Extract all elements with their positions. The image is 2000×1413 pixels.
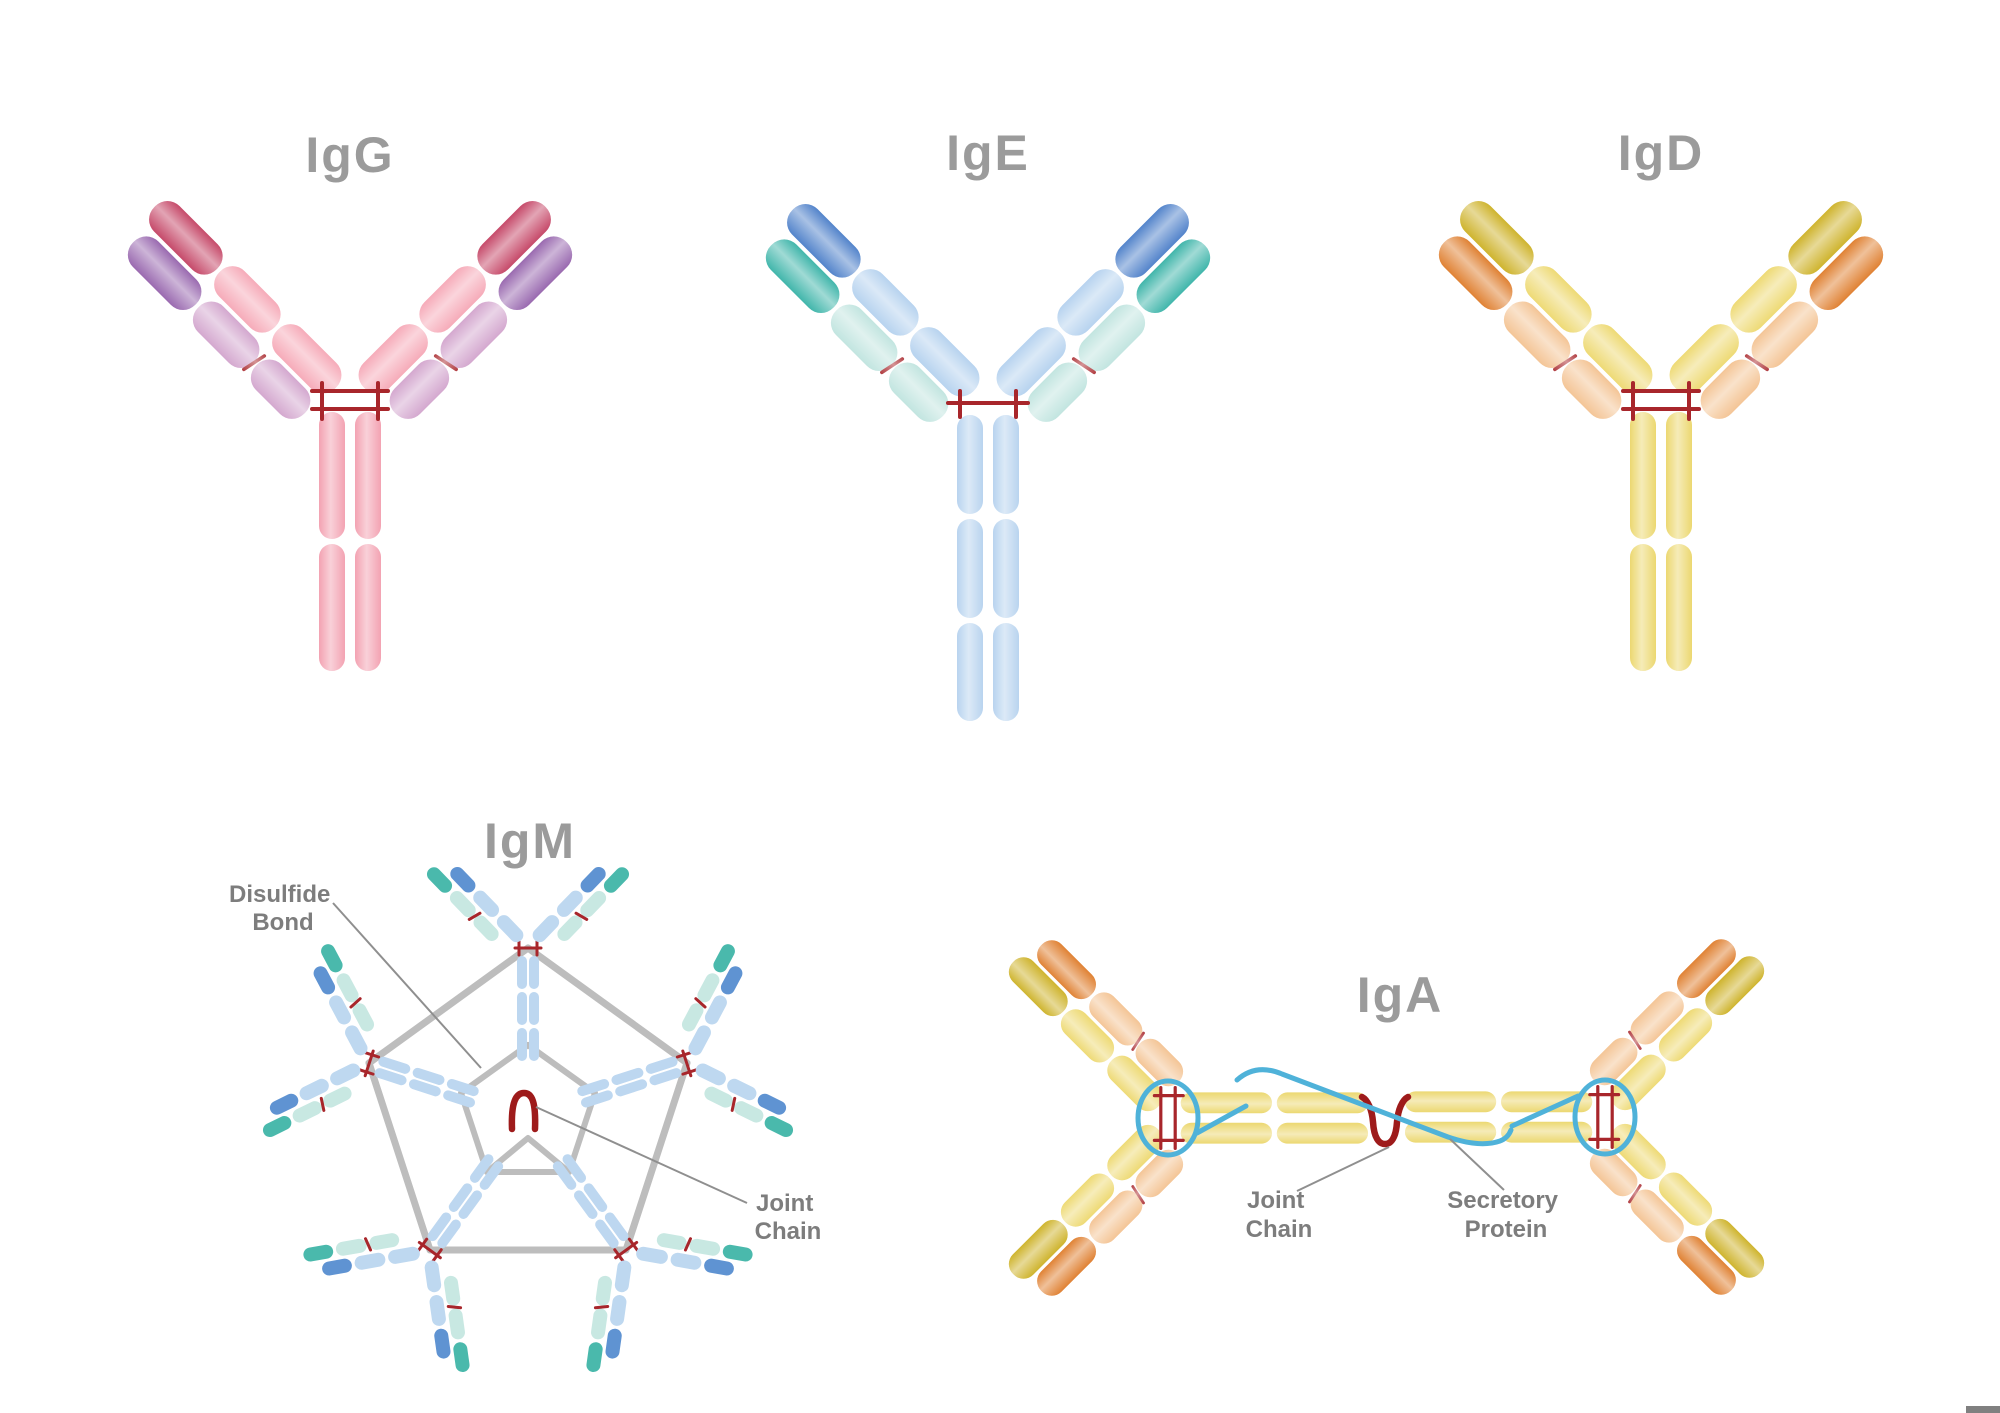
secretory-protein-strand-right <box>1509 1093 1581 1129</box>
igm-unit <box>246 935 508 1197</box>
ige-hinge-disulfide <box>946 389 1030 419</box>
disulfide-bond-leader-line <box>332 902 482 1069</box>
igm-joint-chain-label: Joint Chain <box>755 1190 822 1245</box>
igg-antibody: IgG <box>114 127 587 671</box>
corner-bar <box>1966 1406 2000 1413</box>
ige-antibody: IgE <box>752 125 1225 721</box>
igm-unit <box>290 1098 581 1389</box>
ige-title: IgE <box>946 125 1030 181</box>
secretory-protein-loop-right <box>1572 1077 1638 1157</box>
igd-arms <box>1425 194 1898 429</box>
secretory-protein-strand <box>1234 1067 1514 1147</box>
iga-left-monomer <box>1003 929 1368 1307</box>
secretory-protein-label: Secretory Protein <box>1447 1187 1564 1243</box>
igm-unit <box>424 853 632 1061</box>
igm-title: IgM <box>484 813 576 869</box>
secretory-protein-loop-left <box>1135 1078 1201 1158</box>
igg-stem <box>319 412 381 671</box>
iga-joint-chain-label: Joint Chain <box>1246 1187 1313 1243</box>
ige-stem <box>957 415 1019 721</box>
secretory-protein-leader-line <box>1449 1138 1505 1191</box>
igm-joint-chain-leader-line <box>535 1106 748 1204</box>
iga-joint-chain-leader-line <box>1296 1146 1390 1192</box>
secretory-protein-strand-left <box>1194 1103 1249 1136</box>
iga-antibody: IgA Joint Chain Secretory Protein <box>1003 928 1770 1307</box>
igg-title: IgG <box>305 127 394 183</box>
igm-unit <box>547 935 809 1197</box>
igm-antibody: IgM Disulfide Bond Joint Chain <box>229 813 821 1388</box>
iga-joint-chain <box>1358 1093 1412 1148</box>
igm-joint-chain <box>508 1089 539 1133</box>
igm-frame-apex-lines <box>485 1135 571 1175</box>
disulfide-bond-label: Disulfide Bond <box>229 881 337 936</box>
iga-right-monomer <box>1405 928 1770 1306</box>
igd-hinge-disulfide <box>1621 381 1701 421</box>
igg-hinge-disulfide <box>310 381 390 421</box>
igd-title: IgD <box>1618 125 1705 181</box>
igd-antibody: IgD <box>1425 125 1898 671</box>
igd-stem <box>1630 412 1692 671</box>
igm-unit <box>476 1098 767 1389</box>
igg-arms <box>114 194 587 429</box>
ige-arms <box>752 197 1225 432</box>
iga-title: IgA <box>1357 967 1444 1023</box>
igm-inner-pentagon-frame <box>458 1042 598 1175</box>
igm-outer-pentagon-frame <box>365 944 691 1254</box>
